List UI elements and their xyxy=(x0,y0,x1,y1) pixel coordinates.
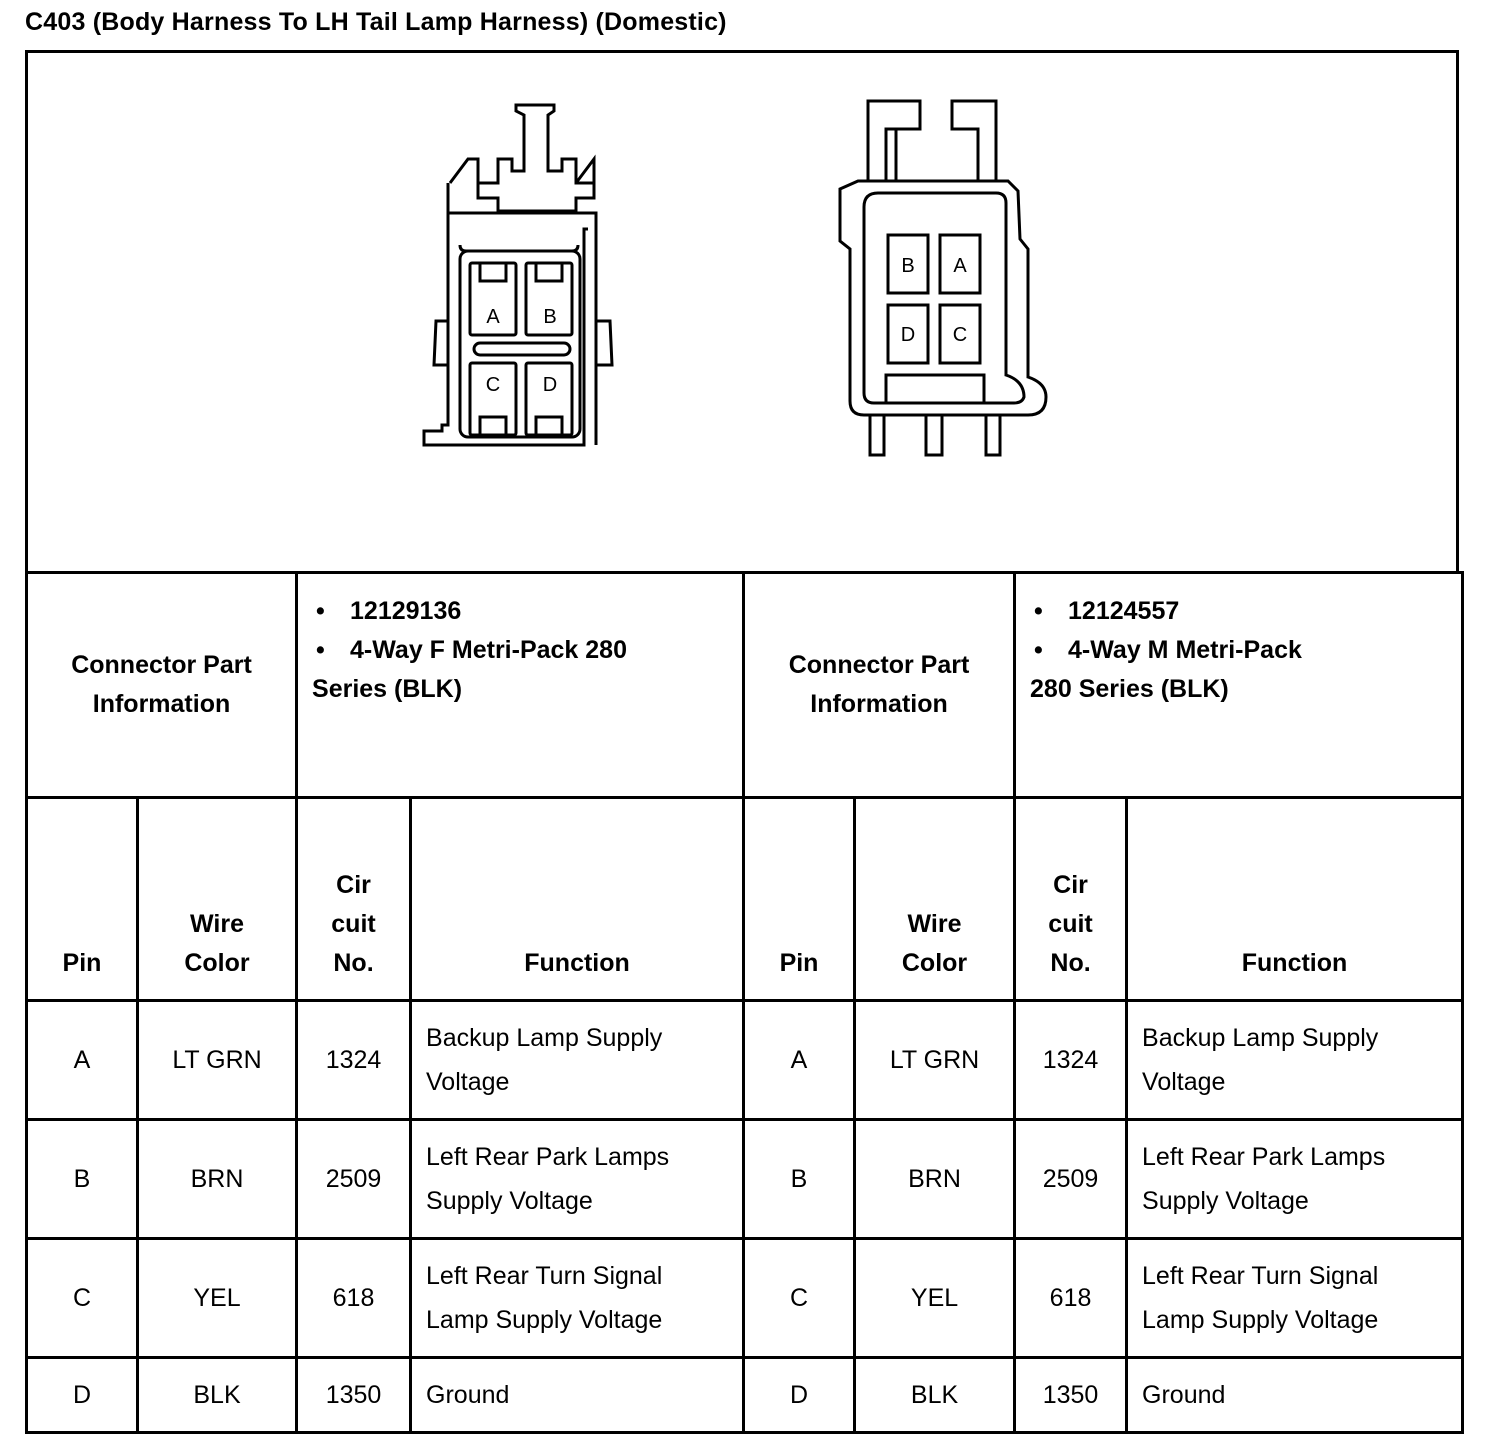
circuit-cell: 2509 xyxy=(295,1118,413,1240)
right-connector-part-info: 12124557 4-Way M Metri-Pack 280 Series (… xyxy=(1013,571,1465,799)
wire-color-cell: YEL xyxy=(135,1237,299,1359)
right-part-description: 4-Way M Metri-Pack xyxy=(1030,631,1461,670)
wire-color-cell: YEL xyxy=(853,1237,1017,1359)
male-pin-b-label: B xyxy=(901,255,914,277)
function-cell: Ground xyxy=(1125,1356,1465,1434)
page-title: C403 (Body Harness To LH Tail Lamp Harne… xyxy=(25,8,727,36)
pin-cell: B xyxy=(25,1118,139,1240)
col-header-function: Function xyxy=(409,796,746,1002)
pin-cell: A xyxy=(25,999,139,1121)
function-cell: Ground xyxy=(409,1356,746,1434)
female-pin-b-label: B xyxy=(543,306,556,328)
col-header-function-right: Function xyxy=(1125,796,1465,1002)
circuit-cell: 1324 xyxy=(1013,999,1129,1121)
col-header-pin: Pin xyxy=(25,796,139,1002)
connector-drawings: A B C D B A D C xyxy=(422,99,1048,457)
col-header-pin-right: Pin xyxy=(742,796,857,1002)
left-part-number: 12129136 xyxy=(312,592,742,631)
female-pin-a-label: A xyxy=(486,306,500,328)
circuit-cell: 2509 xyxy=(1013,1118,1129,1240)
pin-cell: D xyxy=(742,1356,857,1434)
female-pin-c-label: C xyxy=(486,374,500,396)
pin-cell: B xyxy=(742,1118,857,1240)
male-connector-drawing xyxy=(838,99,1048,457)
left-part-description: 4-Way F Metri-Pack 280 xyxy=(312,631,742,670)
wire-color-cell: BRN xyxy=(135,1118,299,1240)
right-part-description-cont: 280 Series (BLK) xyxy=(1030,675,1229,703)
connector-info-row: Connector Part Information 12129136 4-Wa… xyxy=(24,571,1465,799)
circuit-cell: 618 xyxy=(295,1237,413,1359)
circuit-cell: 618 xyxy=(1013,1237,1129,1359)
male-pin-d-label: D xyxy=(901,324,915,346)
pin-cell: A xyxy=(742,999,857,1121)
left-part-description-cont: Series (BLK) xyxy=(312,675,463,703)
connector-diagram-panel: A B C D B A D C xyxy=(25,50,1459,572)
left-connector-part-info: 12129136 4-Way F Metri-Pack 280 Series (… xyxy=(295,571,746,799)
pin-cell: D xyxy=(25,1356,139,1434)
right-part-number: 12124557 xyxy=(1030,592,1461,631)
right-connector-info-label: Connector Part Information xyxy=(742,571,1017,799)
pinout-table: Connector Part Information 12129136 4-Wa… xyxy=(24,571,1465,1434)
wire-color-cell: BRN xyxy=(853,1118,1017,1240)
wire-color-cell: BLK xyxy=(853,1356,1017,1434)
wire-color-cell: BLK xyxy=(135,1356,299,1434)
female-pin-d-label: D xyxy=(543,374,557,396)
left-connector-info-label: Connector Part Information xyxy=(24,571,299,799)
male-pin-c-label: C xyxy=(953,324,967,346)
pin-cell: C xyxy=(742,1237,857,1359)
wire-color-cell: LT GRN xyxy=(135,999,299,1121)
table-row: D BLK 1350 Ground D BLK 1350 Ground xyxy=(25,1356,1465,1434)
wire-color-cell: LT GRN xyxy=(853,999,1017,1121)
circuit-cell: 1324 xyxy=(295,999,413,1121)
circuit-cell: 1350 xyxy=(1013,1356,1129,1434)
pin-cell: C xyxy=(25,1237,139,1359)
circuit-cell: 1350 xyxy=(295,1356,413,1434)
female-connector-drawing xyxy=(422,103,614,447)
male-pin-a-label: A xyxy=(953,255,967,277)
